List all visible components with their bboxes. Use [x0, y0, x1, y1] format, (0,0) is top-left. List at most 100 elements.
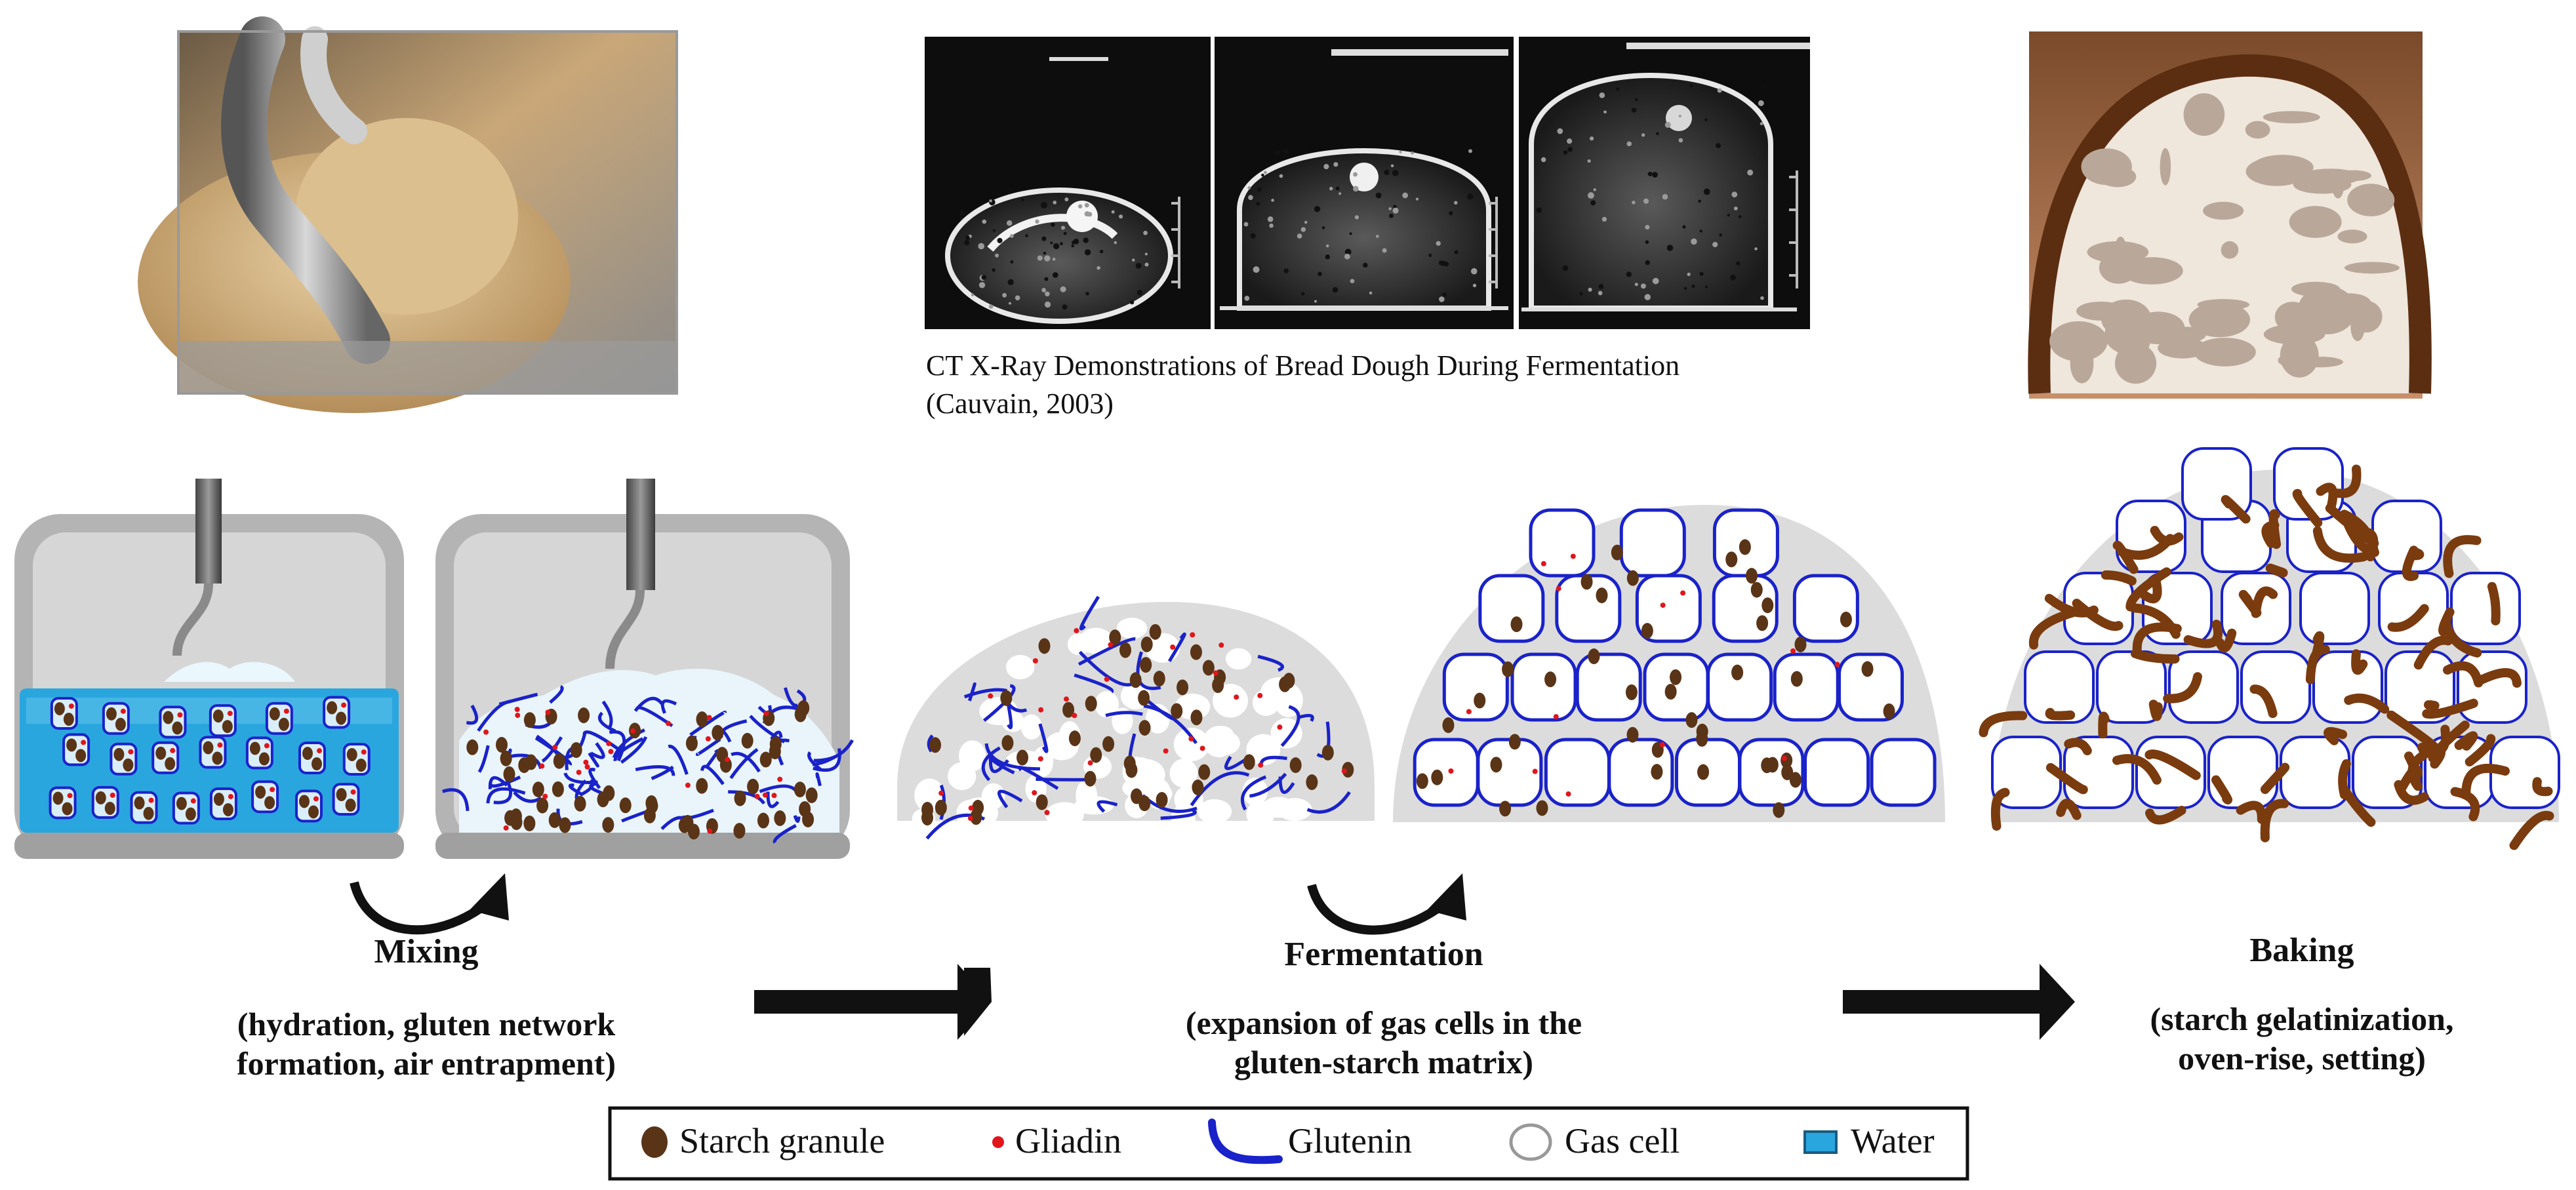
ct-speckle [1332, 287, 1338, 293]
starch-granule [1756, 615, 1769, 631]
gas-cell [2024, 650, 2095, 724]
ct-speckle [1363, 262, 1368, 268]
ct-speckle [1084, 211, 1090, 217]
gelatinized-starch-strand [2443, 535, 2482, 578]
starch-granule [1725, 551, 1738, 568]
ct-speckle [1632, 201, 1636, 205]
gliadin-dot [1032, 790, 1037, 796]
glutenin-strand [807, 751, 822, 771]
gelatinized-starch-strand [2072, 599, 2123, 631]
glutenin-strand [620, 736, 648, 764]
starch-granule [1502, 661, 1514, 677]
crumb-hole [2081, 148, 2132, 186]
gas-cell [1643, 652, 1710, 722]
gelatinized-starch-strand [2163, 672, 2202, 704]
ct-speckle [1557, 128, 1563, 134]
starch-granule [921, 810, 934, 826]
glutenin-strand [579, 778, 595, 797]
ct-speckle [1704, 118, 1708, 122]
ct-speckle [1436, 241, 1441, 246]
gas-cell [1478, 574, 1545, 643]
ct-speckle [1044, 301, 1051, 308]
ct-speckle [1353, 186, 1359, 192]
ct-speckle [1689, 84, 1693, 88]
gliadin-dot [777, 776, 783, 782]
gliadin-dot [552, 744, 558, 750]
crumb-hole [2278, 353, 2314, 368]
ct-speckle [1731, 191, 1738, 198]
starch-granule [1190, 644, 1202, 660]
starch-granule [496, 736, 508, 753]
starch-granule [1651, 764, 1663, 780]
ct-speckle [1631, 108, 1637, 113]
ct-speckle [1084, 203, 1089, 208]
starch-granule [255, 785, 266, 799]
ct-speckle [1652, 277, 1659, 285]
gliadin-dot [1188, 736, 1194, 742]
gelatinized-starch-strand [2260, 799, 2289, 843]
crumb-hole [2114, 343, 2157, 384]
starch-granule [1202, 660, 1215, 676]
gas-cell [1792, 574, 1859, 643]
arrow-mixing-to-fermentation [754, 964, 992, 1040]
gas-cell [1169, 759, 1198, 788]
gliadin-dot [1163, 748, 1169, 754]
ct-speckle [1635, 98, 1638, 102]
ct-speckle [1321, 226, 1325, 229]
ct-speckle [1647, 171, 1653, 176]
gliadin-dot [170, 747, 176, 753]
starch-granule [1123, 755, 1136, 772]
gas-cell [981, 783, 1005, 810]
ct-speckle [1579, 292, 1583, 296]
glutenin-strand [477, 745, 490, 773]
gelatinized-starch-strand [2265, 563, 2288, 578]
ct-speckle [1738, 215, 1742, 218]
ct-speckle [1540, 157, 1546, 163]
ct-speckle [1719, 233, 1722, 237]
starch-granule [66, 738, 77, 752]
starch-granule [1000, 690, 1013, 706]
starch-granule [212, 751, 223, 765]
gas-cell [1442, 652, 1509, 722]
starch-granule [1177, 679, 1189, 696]
ct-speckle [1369, 291, 1373, 295]
ct-speckle [1248, 195, 1253, 201]
starch-granule [1119, 642, 1131, 658]
glutenin-strand [1280, 705, 1300, 747]
ct-speckle [1411, 151, 1415, 155]
ct-speckle [1656, 132, 1659, 136]
starch-granule [1001, 735, 1014, 751]
ct-speckle [1599, 92, 1605, 98]
ct-speckle [1641, 133, 1645, 137]
gliadin-dot [227, 711, 233, 717]
ct-speckle [1588, 287, 1592, 292]
starch-granule [1190, 709, 1203, 726]
bread-crumb-photo [2028, 31, 2432, 399]
ct-speckle [1050, 241, 1053, 245]
particle-cluster [130, 791, 158, 824]
starch-granule [769, 744, 781, 760]
starch-granule [552, 781, 564, 797]
gliadin-dot [968, 805, 974, 811]
ct-speckle [1267, 216, 1274, 222]
glutenin-strand [486, 787, 526, 804]
glutenin-strand [466, 704, 479, 725]
gas-cell [1803, 738, 1870, 807]
glutenin-strand [981, 746, 1001, 782]
starch-granule [134, 796, 145, 810]
ct-speckle [1662, 193, 1668, 200]
gelatinized-starch-strand [2028, 608, 2078, 650]
gas-cell [1045, 802, 1085, 827]
gelatinized-starch-strand [2454, 731, 2478, 751]
gliadin-dot [128, 749, 134, 755]
ct-speckle [1279, 174, 1283, 178]
ct-speckle [1402, 192, 1409, 199]
ct-speckle [1060, 286, 1066, 292]
ct-speckle [1587, 159, 1591, 163]
gliadin-dot [1044, 810, 1050, 816]
glutenin-strand [731, 751, 761, 773]
starch-granule [805, 787, 818, 803]
starch-granule [1153, 671, 1165, 687]
ct-speckle [1020, 198, 1024, 201]
curved-arrow-mixing [350, 873, 509, 935]
